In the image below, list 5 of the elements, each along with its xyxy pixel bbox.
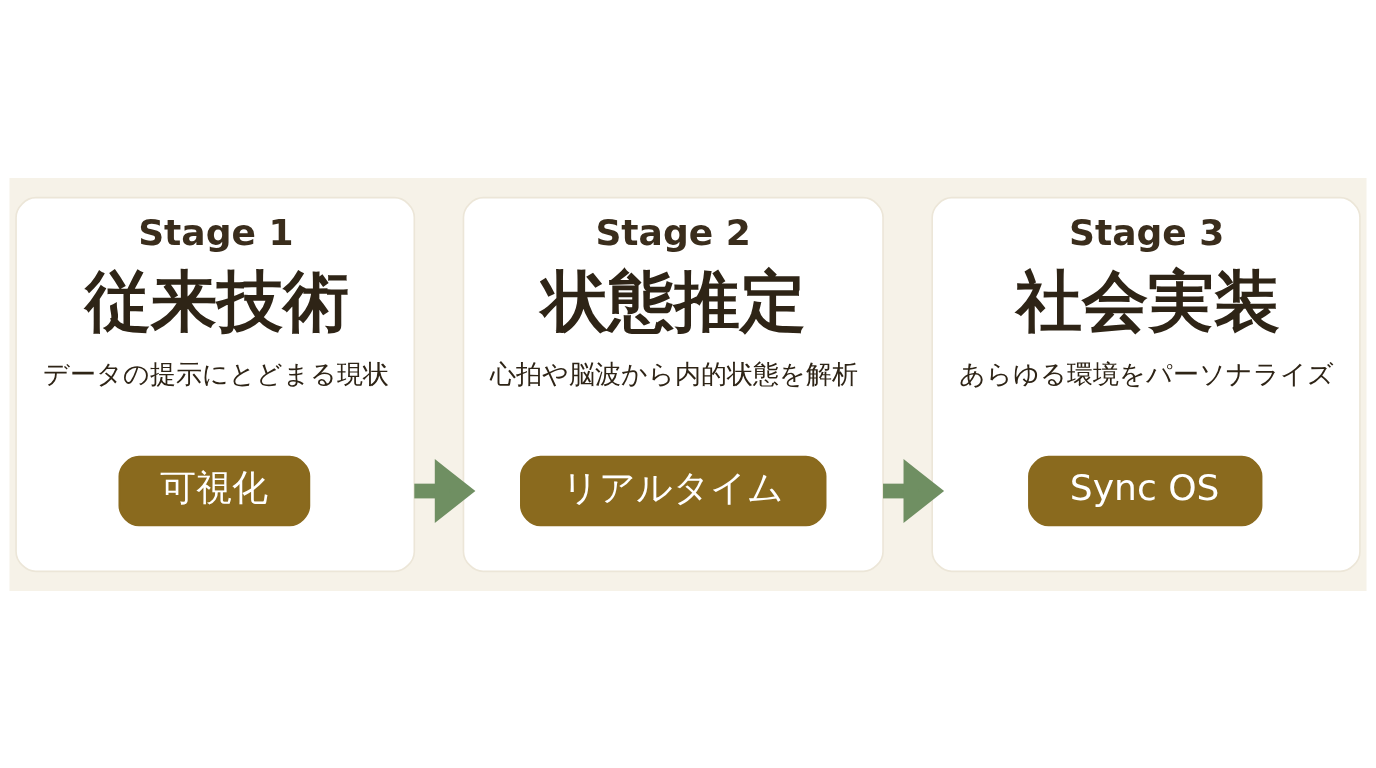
node-box: 可視化 (118, 455, 311, 526)
node-box: リアルタイム (520, 455, 827, 526)
arrow (883, 458, 945, 523)
arrow (414, 458, 476, 523)
node-box: Sync OS (1028, 455, 1263, 526)
